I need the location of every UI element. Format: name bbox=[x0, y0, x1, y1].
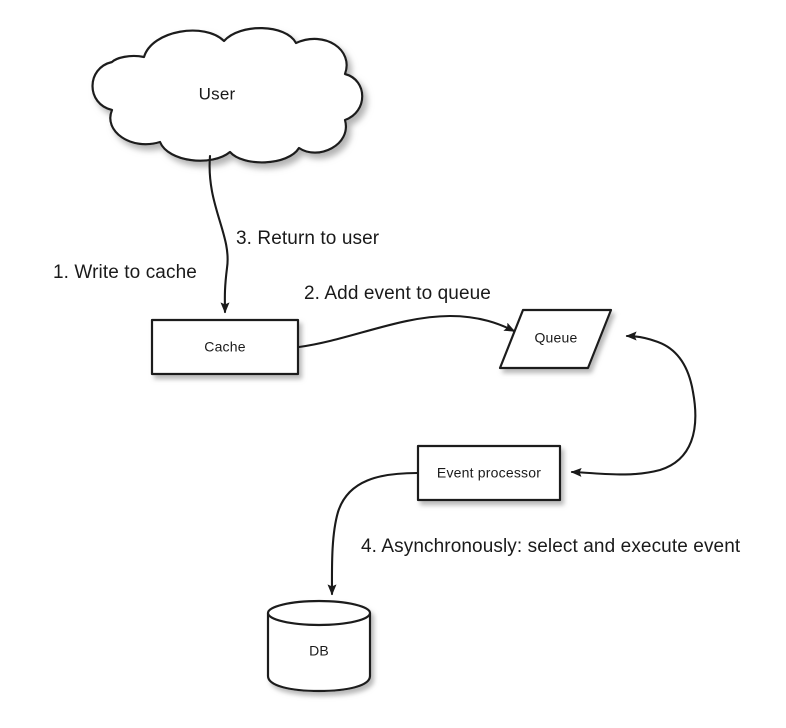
node-event-processor[interactable]: Event processor bbox=[416, 444, 562, 502]
node-db[interactable]: DB bbox=[266, 599, 372, 693]
edge-queue-to-event-processor bbox=[570, 390, 697, 477]
edge-user-to-cache bbox=[208, 154, 230, 314]
node-cache[interactable]: Cache bbox=[150, 318, 300, 376]
node-label-event-processor: Event processor bbox=[437, 465, 541, 481]
node-label-db: DB bbox=[309, 643, 329, 659]
edge-event-processor-to-db bbox=[327, 471, 419, 596]
node-label-user: User bbox=[199, 84, 236, 103]
node-label-queue: Queue bbox=[534, 330, 577, 346]
node-user[interactable]: User bbox=[91, 27, 364, 164]
step-label-4: 4. Asynchronously: select and execute ev… bbox=[361, 536, 741, 557]
step-label-1: 1. Write to cache bbox=[53, 262, 197, 283]
edge-event-processor-to-queue bbox=[625, 331, 695, 394]
step-label-2: 2. Add event to queue bbox=[304, 283, 491, 304]
step-label-3: 3. Return to user bbox=[236, 228, 380, 249]
node-label-cache: Cache bbox=[204, 339, 245, 355]
node-queue[interactable]: Queue bbox=[498, 308, 613, 370]
edge-cache-to-queue bbox=[297, 314, 516, 349]
